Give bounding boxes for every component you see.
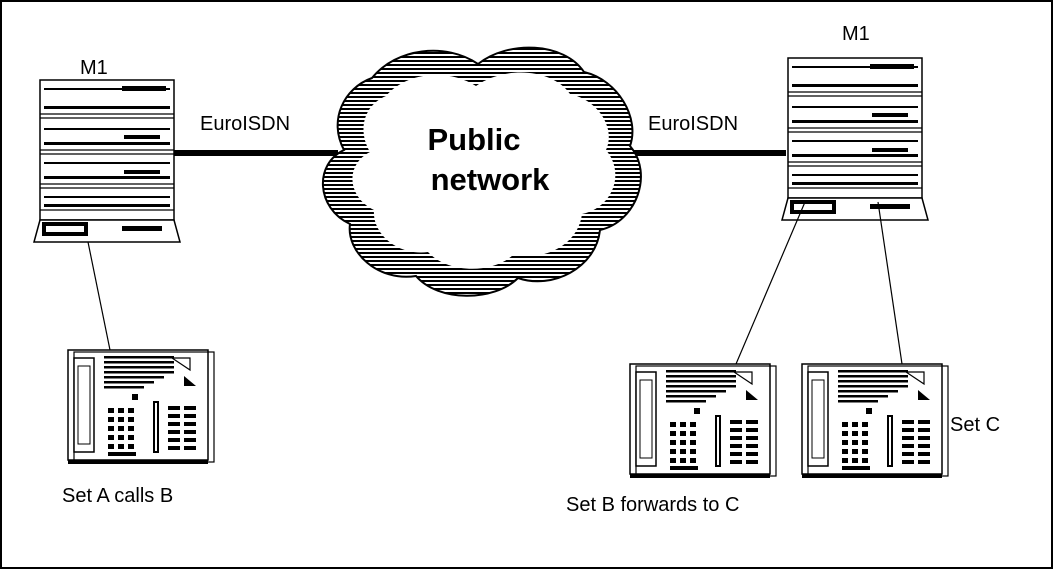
right-m1-switch bbox=[781, 57, 929, 221]
set-b-phone bbox=[629, 363, 777, 479]
cloud-label-line2: network bbox=[431, 162, 551, 197]
right-switch-label: M1 bbox=[842, 23, 870, 45]
set-a-cable bbox=[87, 241, 111, 351]
set-a-label: Set A calls B bbox=[62, 485, 173, 507]
left-switch-label: M1 bbox=[80, 57, 108, 79]
public-network-cloud bbox=[321, 46, 642, 297]
set-a-phone bbox=[67, 349, 215, 465]
left-link-label: EuroISDN bbox=[200, 113, 290, 135]
set-c-cable bbox=[877, 201, 903, 365]
right-link-label: EuroISDN bbox=[648, 113, 738, 135]
set-c-label: Set C bbox=[950, 414, 1000, 436]
set-b-cable bbox=[735, 201, 806, 365]
left-m1-switch bbox=[33, 79, 181, 243]
cloud-label-line1: Public bbox=[427, 122, 520, 157]
set-b-label: Set B forwards to C bbox=[566, 494, 739, 516]
set-c-phone bbox=[801, 363, 949, 479]
